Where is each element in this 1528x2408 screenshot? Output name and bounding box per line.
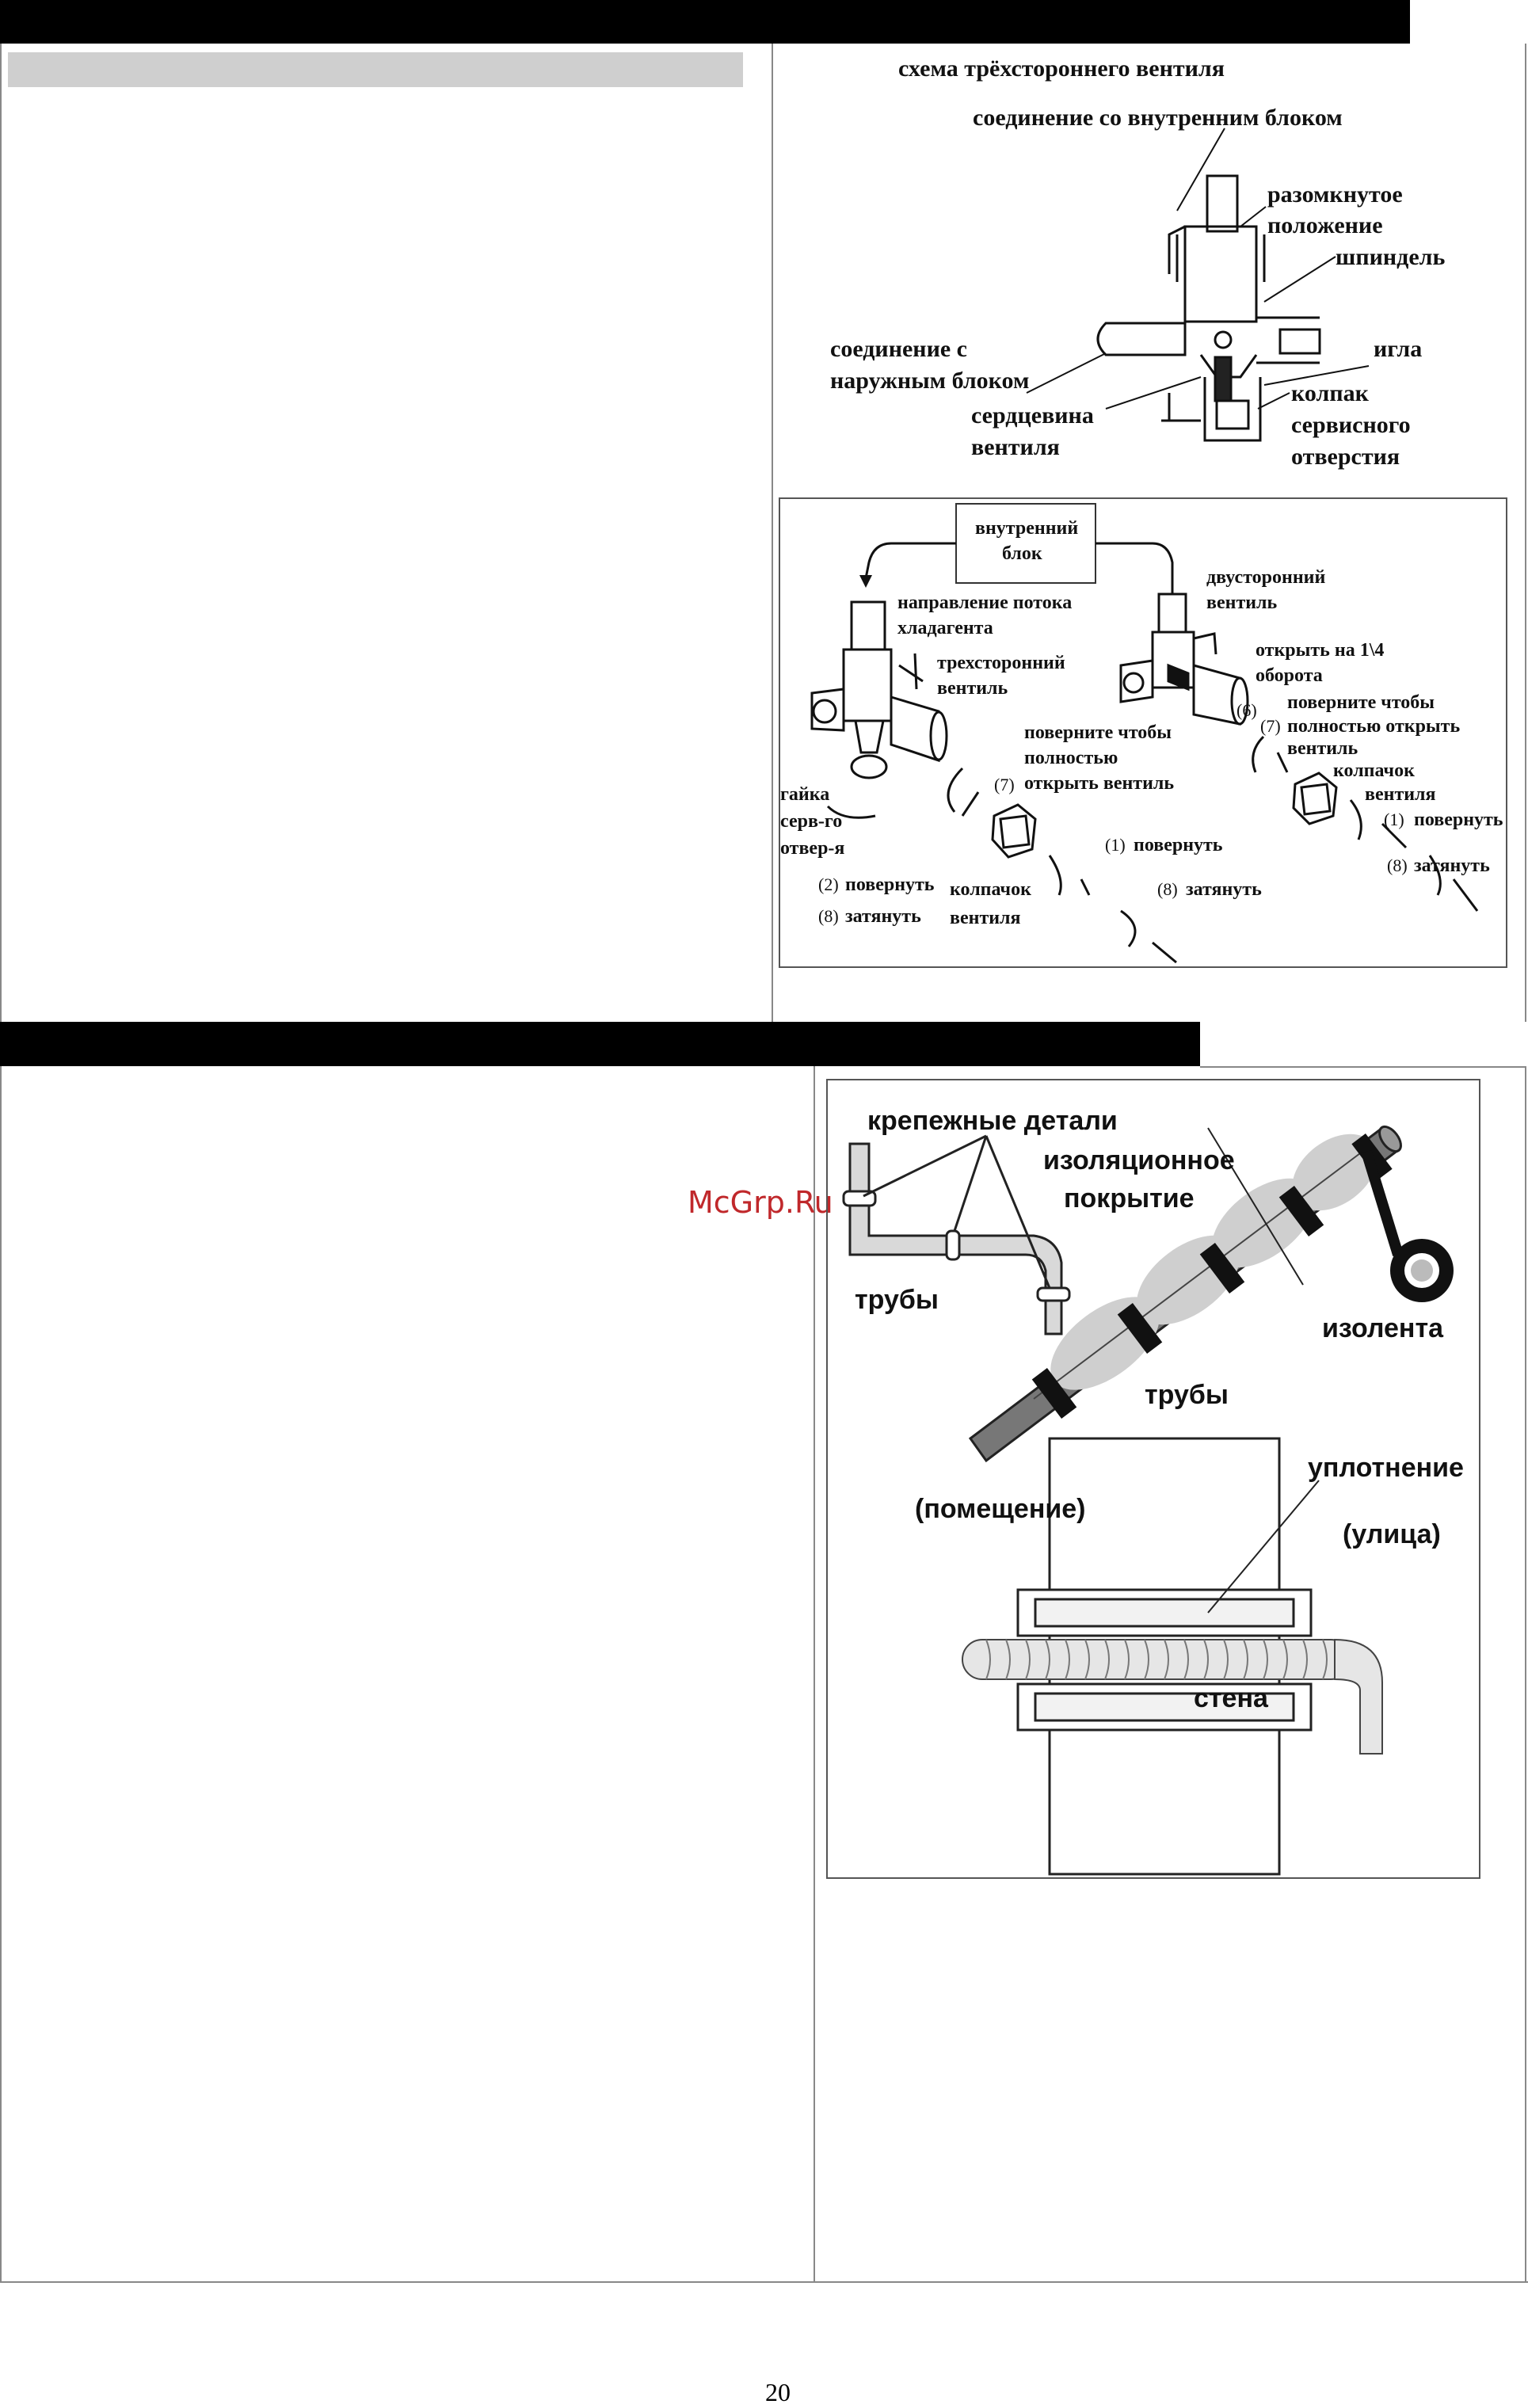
label-step-6: (6) <box>1236 700 1257 720</box>
label-valve-cap-left-2: вентиля <box>950 908 1021 928</box>
three-way-valve-diagram: схема трёхстороннего вентиля соединение … <box>830 55 1446 470</box>
label-step-8-right: (8) <box>1387 855 1408 875</box>
label-turn-fully: поверните чтобы <box>1287 692 1435 713</box>
label-pipes-left: трубы <box>855 1285 939 1315</box>
page-number: 20 <box>765 2378 791 2406</box>
label-wall: стена <box>1194 1683 1269 1713</box>
section-subheader-bar <box>8 52 743 87</box>
label-needle: игла <box>1374 336 1422 362</box>
three-way-valve-assembly <box>810 600 948 779</box>
label-cap: колпак <box>1291 380 1370 406</box>
label-tighten-mid: затянуть <box>1186 879 1262 900</box>
frame-right-top <box>1525 44 1526 1022</box>
label-two-way-2: вентиль <box>1206 592 1278 613</box>
label-turn-fully-2: полностью открыть <box>1287 716 1460 737</box>
label-step-2: (2) <box>818 874 839 894</box>
column-divider-top <box>772 44 773 1022</box>
two-way-valve-assembly <box>1119 592 1249 726</box>
label-step-8-left: (8) <box>818 906 839 926</box>
label-seal: уплотнение <box>1308 1453 1464 1483</box>
label-step-7-right: (7) <box>1260 716 1281 736</box>
label-tighten-left: затянуть <box>845 906 921 927</box>
wall-pipe-coil <box>962 1638 1383 1755</box>
label-indoor-unit: внутренний <box>975 518 1078 539</box>
right-valve-cap <box>1292 772 1338 825</box>
label-nut: гайка <box>780 784 829 805</box>
label-insulation-2: покрытие <box>1064 1183 1195 1214</box>
fastener-pipe <box>842 1142 1071 1335</box>
label-turn-to-open-3: открыть вентиль <box>1024 773 1174 794</box>
label-turn-right: повернуть <box>1414 810 1503 830</box>
section-header-bar-bottom <box>0 1022 1200 1066</box>
label-room: (помещение) <box>915 1494 1086 1524</box>
label-valve-cap-right-2: вентиля <box>1365 784 1436 805</box>
label-fasteners: крепежные детали <box>867 1106 1118 1136</box>
label-three-way: трехсторонний <box>937 653 1065 673</box>
label-insulation: изоляционное <box>1043 1145 1235 1175</box>
flow-arrow <box>859 575 872 588</box>
label-cap-3: отверстия <box>1291 444 1400 470</box>
section-header-bar-top <box>0 0 1410 44</box>
frame-top-bottom-section <box>1200 1066 1526 1068</box>
refrigerant-flow-diagram: внутренний блок <box>780 503 1503 964</box>
flow-pipes <box>864 542 1174 594</box>
label-outdoor-connection: соединение с <box>830 336 967 362</box>
frame-bottom-line <box>0 2281 1528 2283</box>
mid-rotation-marks <box>1048 855 1177 964</box>
seal-leader <box>1207 1480 1320 1614</box>
tape-roll <box>1361 1149 1454 1302</box>
frame-left-top <box>0 44 2 1022</box>
label-turn-to-open-2: полностью <box>1024 748 1118 768</box>
insulation-leader <box>1207 1127 1304 1286</box>
label-open-position: разомкнутое <box>1267 181 1403 208</box>
label-open-quarter-2: оборота <box>1256 665 1323 686</box>
label-turn-fully-3: вентиль <box>1287 738 1358 759</box>
label-cap-2: сервисного <box>1291 412 1411 438</box>
label-outdoor-connection-2: наружным блоком <box>830 368 1029 394</box>
fastener-leader-lines <box>863 1134 1051 1289</box>
label-indoor-connection: соединение со внутренним блоком <box>973 105 1343 131</box>
flow-diagram-frame <box>779 497 1507 968</box>
frame-left-bottom <box>0 1066 2 2281</box>
label-open-position-2: положение <box>1267 212 1383 238</box>
label-spindle: шпиндель <box>1336 244 1446 270</box>
label-tape: изолента <box>1322 1313 1444 1343</box>
label-two-way: двусторонний <box>1206 567 1326 588</box>
label-nut-3: отвер-я <box>780 838 844 859</box>
wall-pipe-ribs <box>985 1639 1328 1680</box>
watermark: McGrp.Ru <box>688 1185 833 1220</box>
right-rotation-marks <box>1252 735 1479 912</box>
label-nut-2: серв-го <box>780 811 842 832</box>
label-step-1-right: (1) <box>1384 810 1404 829</box>
label-valve-cap-left: колпачок <box>950 879 1031 900</box>
valve-body-drawing <box>1096 174 1321 442</box>
label-turn-left: повернуть <box>845 874 935 895</box>
label-flow-direction: направление потока <box>897 592 1072 613</box>
label-step-7-left: (7) <box>994 775 1015 794</box>
left-rotation-marks <box>826 767 980 819</box>
left-valve-cap <box>991 803 1037 859</box>
label-pipes-center: трубы <box>1145 1380 1229 1410</box>
label-step-1-mid: (1) <box>1105 835 1126 855</box>
insulated-pipe <box>968 1125 1402 1463</box>
label-flow-direction-2: хладагента <box>897 618 993 638</box>
label-turn-mid: повернуть <box>1134 835 1223 855</box>
valve-diagram-title: схема трёхстороннего вентиля <box>898 55 1225 82</box>
frame-right-bottom <box>1525 1066 1526 2281</box>
label-turn-to-open: поверните чтобы <box>1024 722 1172 743</box>
pipe-diagram-frame <box>826 1079 1480 1879</box>
column-divider-bottom <box>814 1066 815 2281</box>
label-core-2: вентиля <box>971 434 1060 460</box>
label-tighten-right: затянуть <box>1414 855 1490 876</box>
label-step-8-mid: (8) <box>1157 879 1178 899</box>
valve-leader-lines <box>1026 128 1370 410</box>
label-core: сердцевина <box>971 402 1094 429</box>
label-street: (улица) <box>1343 1519 1441 1549</box>
pipe-insulation-diagram: крепежные детали изоляционное покрытие т… <box>842 1106 1464 1876</box>
label-valve-cap-right: колпачок <box>1333 760 1415 781</box>
label-indoor-unit-2: блок <box>1002 543 1042 564</box>
label-open-quarter: открыть на 1\4 <box>1256 640 1384 661</box>
label-three-way-2: вентиль <box>937 678 1008 699</box>
